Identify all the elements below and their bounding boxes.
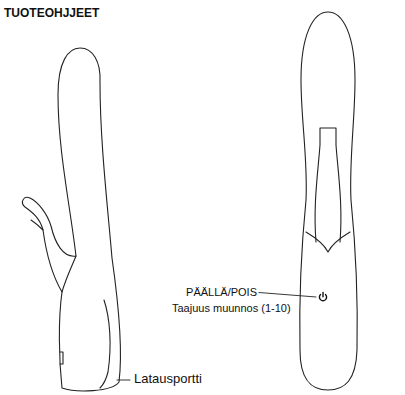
heading: TUOTEOHJJEET	[4, 7, 99, 21]
device-side-button	[60, 352, 63, 364]
device-side-arm-inner	[31, 220, 43, 230]
part-label: PÄÄLLÄ/POIS	[186, 286, 257, 299]
part-label: Taajuus muunnos (1-10)	[172, 302, 291, 315]
device-side-body	[58, 48, 120, 391]
device-front-rabbit-arm	[315, 128, 341, 242]
device-front-body	[300, 12, 357, 390]
leader-line	[117, 380, 130, 381]
leader-line	[259, 293, 316, 298]
device-side-rabbit-arm	[23, 197, 76, 292]
device-side-handle-panel	[100, 300, 110, 388]
port-label: Latausportti	[134, 372, 202, 387]
power-button	[319, 293, 326, 301]
device-front-handle-line	[306, 232, 350, 252]
